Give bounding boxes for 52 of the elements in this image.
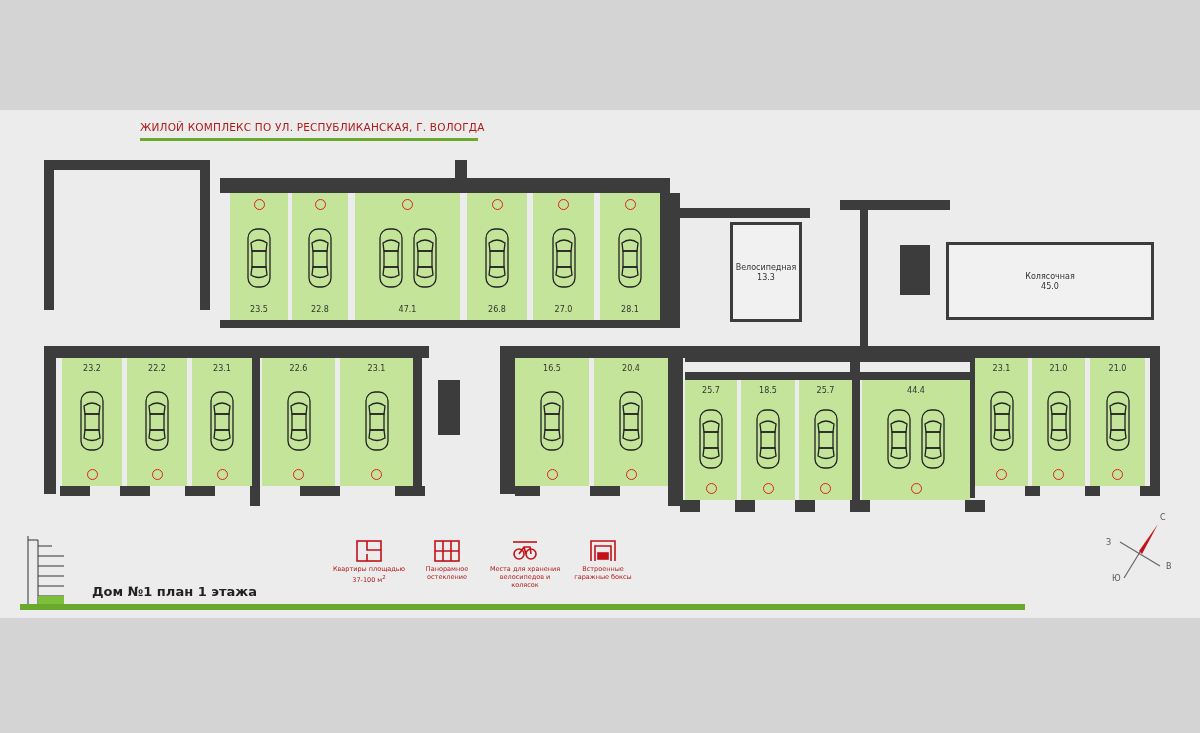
- area-label: 16.5: [543, 364, 561, 373]
- area-label: 27.0: [554, 305, 573, 314]
- garage-box: [1032, 358, 1085, 486]
- garage-box: [1090, 358, 1145, 486]
- garage-box: [515, 358, 589, 486]
- garage-box: [192, 358, 252, 486]
- garage-box: [600, 193, 660, 320]
- compass-letter: З: [1106, 538, 1112, 547]
- floor-plan-caption: Дом №1 план 1 этажа: [92, 584, 257, 599]
- storage-room: [946, 242, 1154, 320]
- area-label: 45.0: [1041, 281, 1059, 291]
- garage-box: [262, 358, 335, 486]
- compass-letter: С: [1160, 513, 1166, 522]
- area-label: 22.6: [289, 364, 308, 373]
- room-name: Велосипедная: [735, 262, 797, 272]
- area-label: 21.0: [1049, 364, 1068, 373]
- area-label: 23.2: [83, 364, 101, 373]
- area-label: 20.4: [622, 364, 640, 373]
- garage-box: [975, 358, 1028, 486]
- area-label: 22.2: [148, 364, 166, 373]
- garage-box: [862, 380, 970, 500]
- area-label: 25.7: [816, 386, 835, 395]
- garage-box: [533, 193, 594, 320]
- room-name: Колясочная: [1025, 271, 1075, 281]
- garage-box: [62, 358, 122, 486]
- area-label: 23.5: [250, 305, 268, 314]
- area-label: 23.1: [992, 364, 1011, 373]
- compass-letter: Ю: [1112, 574, 1121, 583]
- garage-box: [594, 358, 668, 486]
- area-label: 18.5: [759, 386, 777, 395]
- garage-box: [685, 380, 737, 500]
- compass-letter: В: [1166, 562, 1172, 571]
- area-label: 13.3: [757, 272, 775, 282]
- garage-box: [355, 193, 460, 320]
- area-label: 47.1: [398, 305, 417, 314]
- garage-box: [127, 358, 187, 486]
- area-label: 25.7: [702, 386, 720, 395]
- area-label: 21.0: [1108, 364, 1127, 373]
- storage-room: [730, 222, 802, 322]
- garage-box: [741, 380, 795, 500]
- garage-box: [292, 193, 348, 320]
- area-label: 22.8: [311, 305, 329, 314]
- area-label: 26.8: [488, 305, 506, 314]
- area-label: 23.1: [367, 364, 386, 373]
- area-label: 44.4: [907, 386, 925, 395]
- heading: ЖИЛОЙ КОМПЛЕКС ПО УЛ. РЕСПУБЛИКАНСКАЯ, Г. ВОЛОГДА: [140, 121, 485, 133]
- area-label: 28.1: [621, 305, 639, 314]
- garage-box: [799, 380, 852, 500]
- garage-box: [230, 193, 288, 320]
- garage-box: [340, 358, 413, 486]
- area-label: 23.1: [213, 364, 231, 373]
- garage-box: [467, 193, 527, 320]
